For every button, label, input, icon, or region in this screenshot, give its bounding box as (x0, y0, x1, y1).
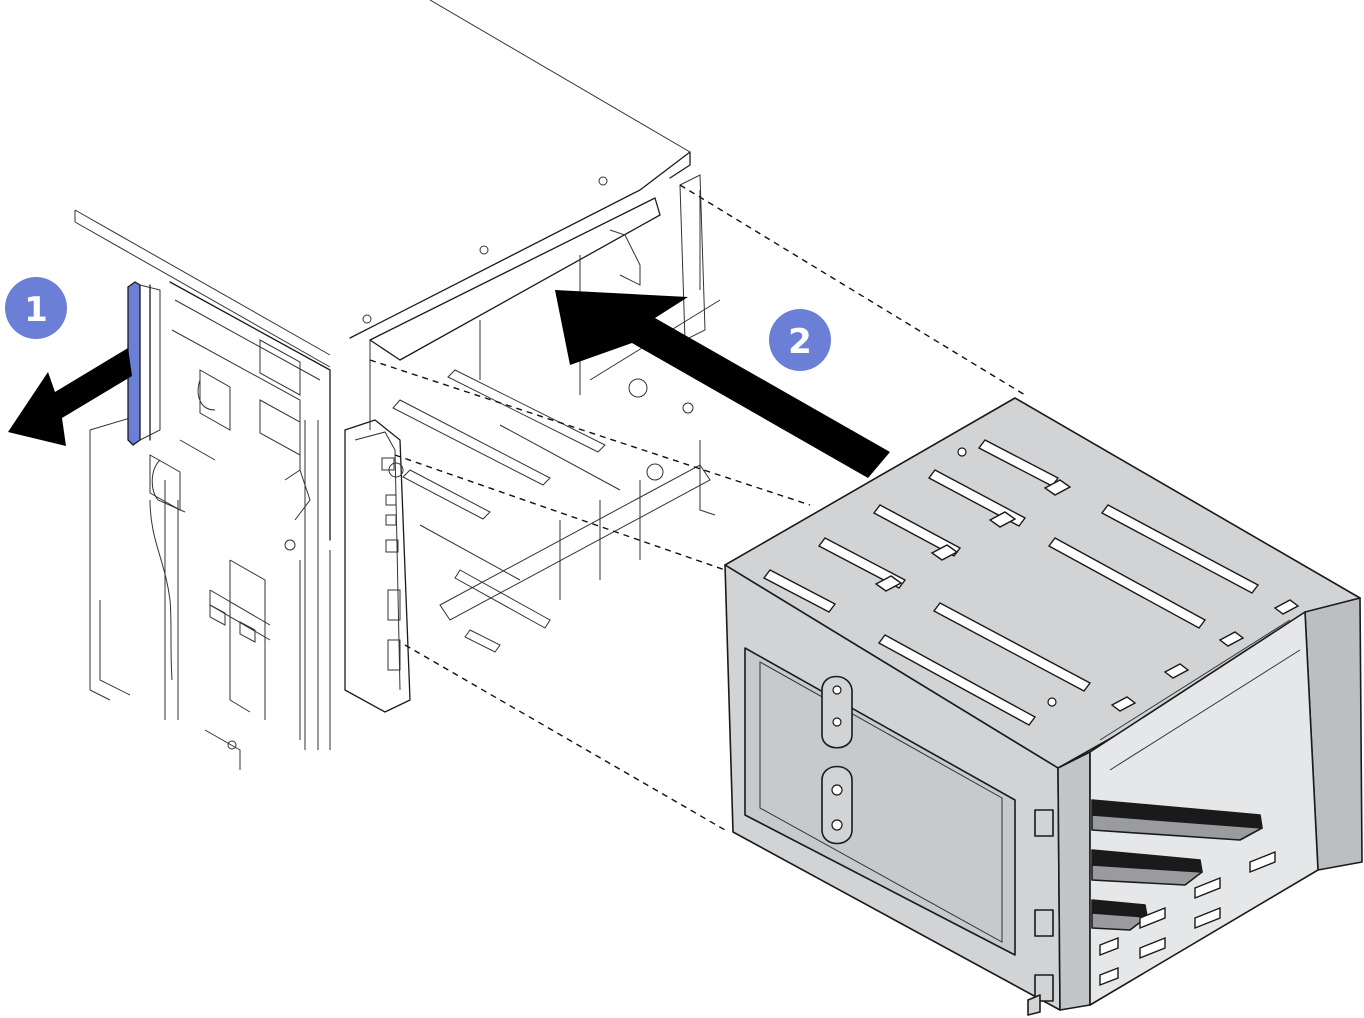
release-latch (127, 281, 161, 446)
alignment-guides (369, 184, 1026, 831)
callout-2: 2 (769, 309, 831, 371)
pull-latch-arrow (8, 348, 132, 446)
callout-1-label: 1 (24, 290, 48, 330)
top-bosses (874, 447, 1300, 712)
server-chassis (74, 0, 721, 770)
drive-cage (724, 397, 1363, 1016)
inner-shelves (1091, 619, 1301, 931)
callout-2-label: 2 (788, 322, 812, 362)
insert-arrow (555, 290, 890, 478)
callout-1: 1 (5, 277, 67, 339)
